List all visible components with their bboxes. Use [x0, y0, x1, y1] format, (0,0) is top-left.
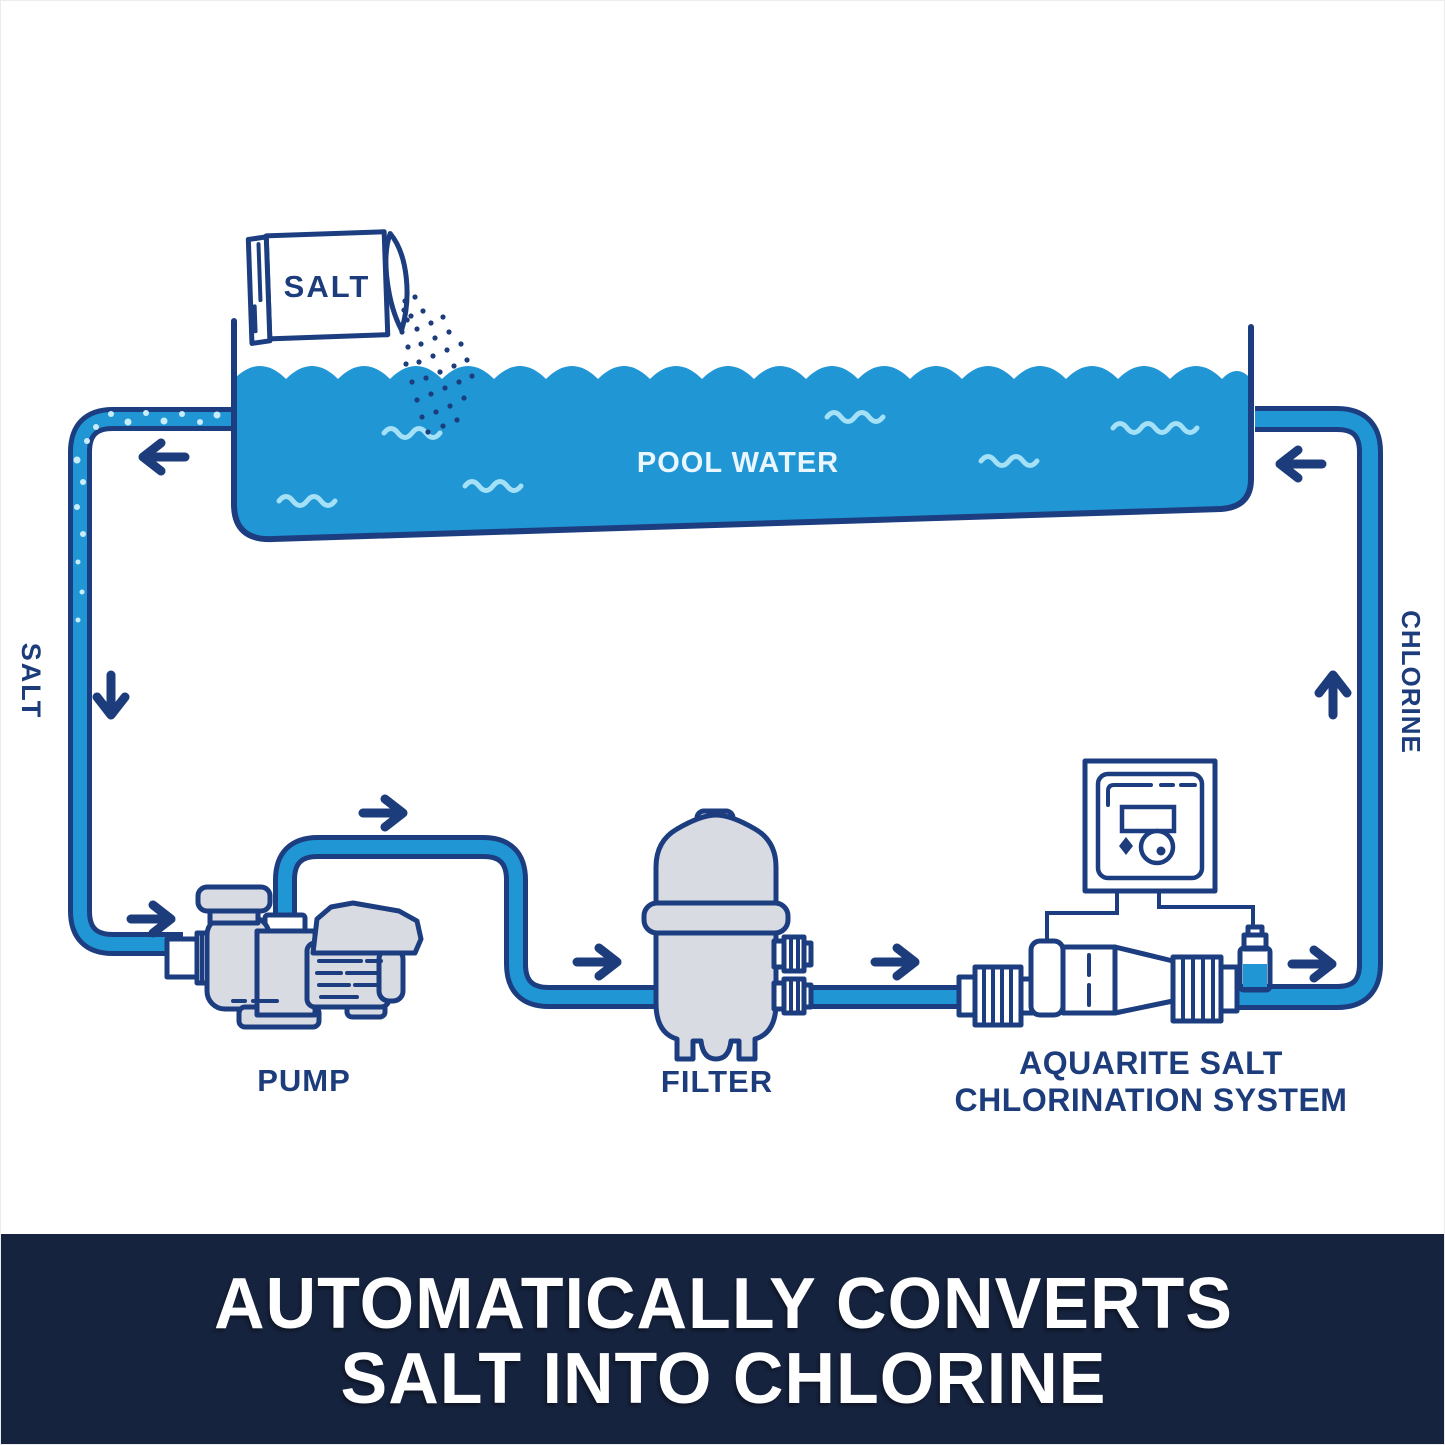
- chlorinator-label: AQUARITE SALT CHLORINATION SYSTEM: [947, 1045, 1355, 1119]
- flow-arrow-up-chlorine: [1314, 670, 1352, 720]
- chlorinator-icon: [956, 758, 1273, 1028]
- control-box-icon: [1082, 758, 1218, 894]
- falling-salt-grains: [399, 294, 475, 435]
- pool-water-body: [234, 366, 1251, 540]
- salt-pipe: [68, 407, 237, 956]
- flow-arrow-into-pool: [1275, 445, 1327, 483]
- chlorine-pipe-label: CHLORINE: [1396, 610, 1426, 754]
- flow-arrow-down-salt: [92, 670, 130, 720]
- chlorine-pipe: [1223, 406, 1383, 1010]
- chlorinator-label-line2: CHLORINATION SYSTEM: [954, 1082, 1348, 1118]
- salt-pipe-label: SALT: [16, 642, 46, 720]
- pool-water: [234, 366, 1251, 540]
- flow-arrow-chlorinator-out: [1287, 945, 1337, 983]
- filter-ports: [771, 934, 814, 1016]
- control-wires: [1045, 887, 1119, 941]
- pool-outline: [231, 318, 1254, 543]
- flow-arrow-filter-out: [870, 943, 920, 981]
- pump-icon: [164, 884, 424, 1030]
- filter-label: FILTER: [660, 1064, 774, 1099]
- salt-in-pipe-dots: [73, 410, 221, 623]
- pump-label: PUMP: [257, 1063, 351, 1098]
- flow-arrows: [92, 438, 1352, 983]
- pool-water-label: POOL WATER: [636, 447, 840, 479]
- flow-arrow-into-filter: [572, 943, 622, 981]
- bottom-banner: AUTOMATICALLY CONVERTS SALT INTO CHLORIN…: [1, 1234, 1444, 1444]
- flow-arrow-into-pump: [126, 900, 176, 938]
- salt-bag-label: SALT: [283, 269, 371, 304]
- knob: [1138, 828, 1176, 866]
- filter-icon: [641, 808, 814, 1062]
- banner-line1: AUTOMATICALLY CONVERTS: [214, 1262, 1233, 1344]
- diamond-indicator: [1119, 837, 1133, 855]
- sensor-bottle: [1237, 924, 1273, 993]
- pipe-circuit: [68, 406, 1383, 1010]
- banner-line2: SALT INTO CHLORINE: [340, 1337, 1107, 1419]
- chlorinator-label-line1: AQUARITE SALT: [1019, 1045, 1283, 1081]
- wave-marks: [276, 410, 1200, 508]
- flow-arrow-left-into-pipe: [138, 438, 190, 476]
- flow-arrow-pump-out: [358, 794, 408, 832]
- salt-bag-icon: [245, 229, 410, 346]
